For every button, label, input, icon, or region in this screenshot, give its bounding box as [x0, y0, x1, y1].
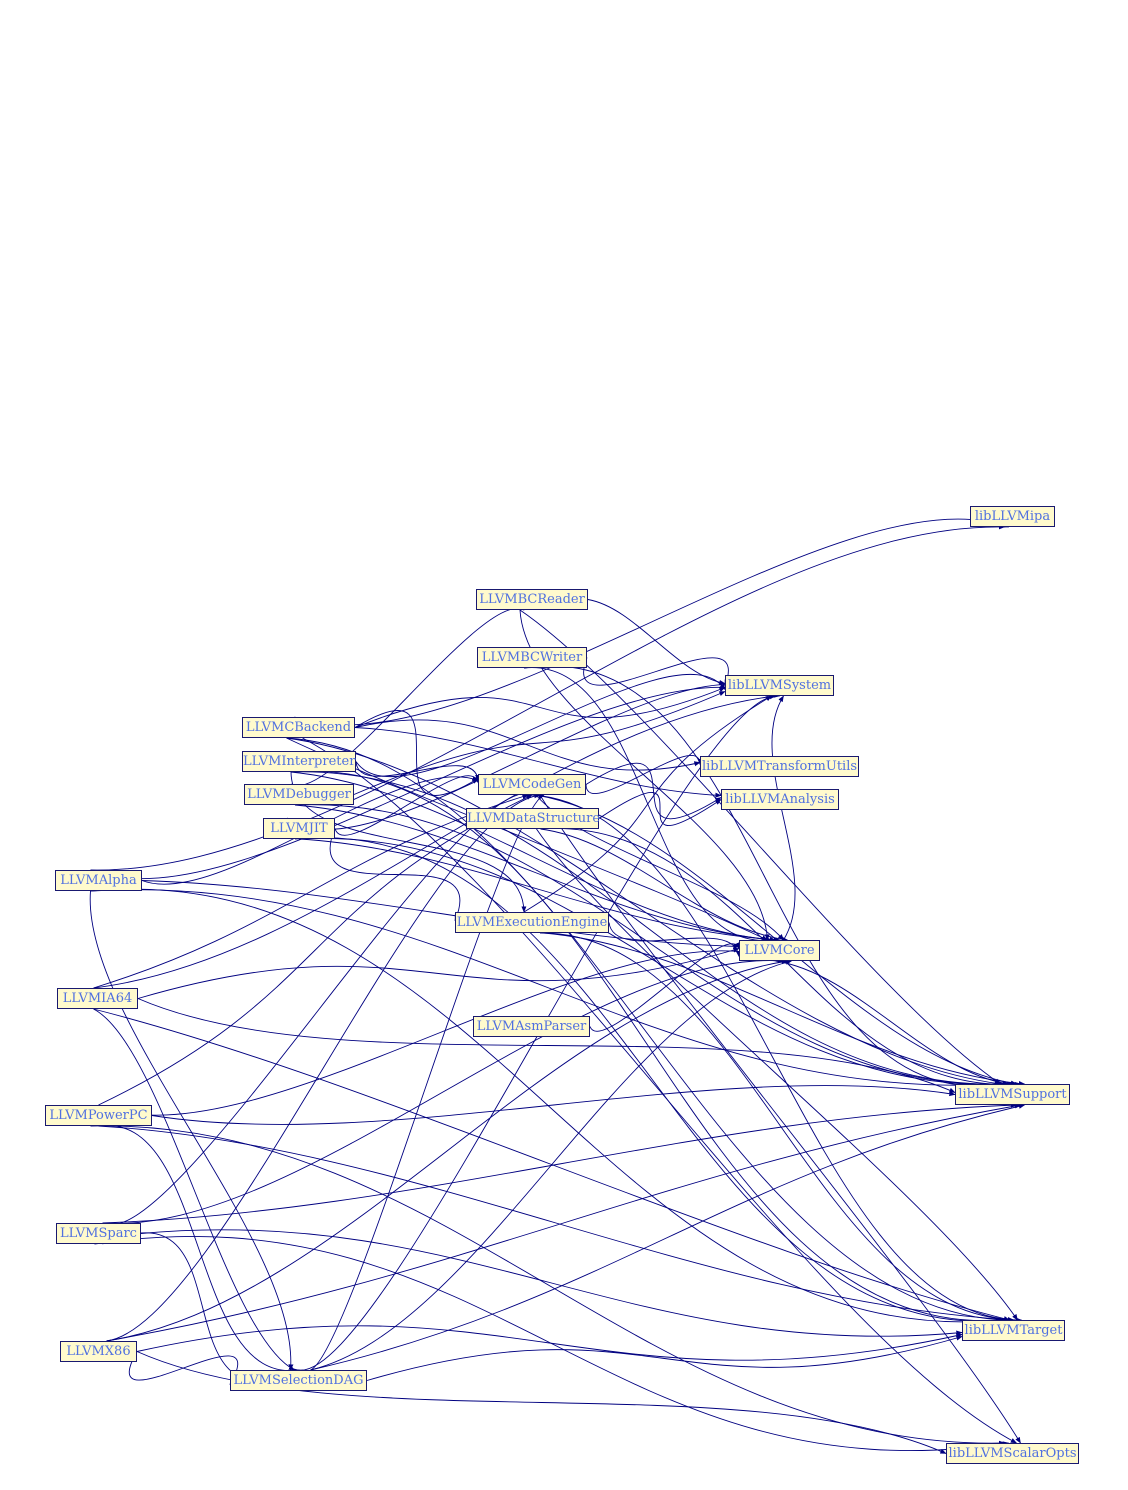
edge-ia64-to-codegen: [93, 794, 529, 989]
node-llvmalpha[interactable]: LLVMAlpha: [55, 870, 142, 891]
node-llvmcbackend[interactable]: LLVMCBackend: [242, 717, 355, 738]
edge-datastructure-to-target: [536, 828, 1018, 1321]
edge-cbackend-to-ipa: [294, 518, 1010, 726]
node-llvmasmparser[interactable]: LLVMAsmParser: [473, 1016, 590, 1037]
edge-datastructure-to-analysis: [598, 792, 722, 826]
node-llvmdebugger[interactable]: LLVMDebugger: [244, 784, 354, 805]
edge-debugger-to-support: [294, 804, 1010, 1087]
edge-ia64-to-selectiondag: [93, 1008, 296, 1371]
edge-sparc-to-target: [140, 1229, 963, 1337]
edge-bcreader-to-system: [587, 599, 726, 685]
edge-ia64-to-core: [137, 947, 740, 999]
edge-x86-to-codegen: [106, 793, 541, 1342]
edge-powerpc-to-selectiondag: [98, 1125, 300, 1374]
edge-interpreter-to-support: [290, 771, 1006, 1087]
node-llvmx86[interactable]: LLVMX86: [60, 1341, 137, 1362]
edge-bcwriter-to-core: [523, 667, 773, 944]
edge-interpreter-to-system: [355, 674, 726, 777]
node-llvmsparc[interactable]: LLVMSparc: [56, 1223, 141, 1244]
edge-core-to-support: [775, 960, 1010, 1086]
node-libllvmsupport[interactable]: libLLVMSupport: [955, 1084, 1070, 1105]
edge-cbackend-to-codegen: [354, 710, 479, 796]
edge-powerpc-to-core: [98, 950, 781, 1116]
node-libllvmipa[interactable]: libLLVMipa: [970, 506, 1055, 527]
node-libllvmscalaropts[interactable]: libLLVMScalarOpts: [946, 1443, 1079, 1464]
edge-powerpc-to-scalaropts: [90, 1125, 1006, 1446]
edge-interpreter-to-codegen: [355, 761, 481, 782]
edge-selectiondag-to-target: [366, 1335, 963, 1381]
node-libllvmsystem[interactable]: libLLVMSystem: [725, 675, 834, 696]
edge-executionengine-to-support: [543, 932, 1026, 1086]
edge-codegen-to-support: [535, 794, 1018, 1086]
edge-debugger-to-bcreader: [290, 605, 525, 787]
edge-jit-to-codegen: [334, 775, 479, 836]
node-llvmjit[interactable]: LLVMJIT: [263, 818, 335, 839]
edge-x86-to-core: [106, 959, 789, 1342]
node-llvmbcreader[interactable]: LLVMBCReader: [476, 589, 588, 610]
edge-asmparser-to-core: [589, 942, 740, 1032]
edge-codegen-to-analysis: [585, 762, 722, 820]
edge-cbackend-to-analysis: [354, 727, 722, 798]
node-llvmexecutionengine[interactable]: LLVMExecutionEngine: [455, 912, 609, 933]
edge-sparc-to-support: [102, 1102, 1018, 1224]
node-llvmia64[interactable]: LLVMIA64: [57, 988, 138, 1009]
edge-interpreter-to-core: [290, 771, 773, 942]
node-llvmdatastructure[interactable]: LLVMDataStructure: [466, 808, 600, 829]
edge-cbackend-to-support: [286, 737, 1002, 1086]
edge-executionengine-to-core: [608, 922, 741, 958]
edge-bcwriter-to-support: [523, 665, 1006, 1088]
edge-alpha-to-selectiondag: [89, 890, 294, 1371]
edge-interpreter-to-target: [290, 770, 1007, 1323]
edge-jit-to-executionengine: [329, 828, 461, 922]
edge-debugger-to-core: [294, 804, 777, 943]
node-llvmpowerpc[interactable]: LLVMPowerPC: [45, 1105, 152, 1126]
edge-selectiondag-to-core: [310, 959, 793, 1371]
edge-bcwriter-to-system: [583, 657, 730, 687]
edge-ia64-to-system: [93, 694, 777, 989]
edge-codegen-to-target: [531, 794, 1015, 1323]
edge-jit-to-support: [298, 837, 1014, 1087]
edge-jit-to-system: [286, 684, 769, 830]
edge-cbackend-to-system: [354, 687, 726, 728]
node-llvmcore[interactable]: LLVMCore: [739, 940, 820, 961]
node-llvmselectiondag[interactable]: LLVMSelectionDAG: [230, 1370, 367, 1391]
edge-codegen-to-scalaropts: [539, 794, 1021, 1444]
edge-datastructure-to-core: [540, 828, 789, 942]
edge-jit-to-target: [294, 837, 1011, 1324]
edge-selectiondag-to-support: [310, 1103, 1026, 1371]
node-libllvmanalysis[interactable]: libLLVMAnalysis: [721, 789, 839, 810]
node-llvminterpreter[interactable]: LLVMInterpreter: [242, 751, 356, 772]
edge-powerpc-to-codegen: [98, 794, 533, 1106]
edge-jit-to-core: [298, 838, 781, 943]
edge-cbackend-to-transformutils: [354, 719, 701, 771]
edge-core-to-system: [771, 695, 796, 941]
edge-debugger-to-system: [353, 691, 726, 795]
edge-ia64-to-support: [137, 998, 956, 1093]
edge-alpha-to-core: [141, 880, 740, 949]
edge-powerpc-to-support: [151, 1085, 956, 1125]
node-libllvmtarget[interactable]: libLLVMTarget: [962, 1320, 1065, 1341]
edge-alpha-to-support: [90, 889, 1006, 1087]
edge-executionengine-to-target: [539, 932, 1023, 1323]
edge-x86-to-target: [136, 1325, 963, 1361]
edge-x86-to-scalaropts: [136, 1351, 947, 1454]
node-libllvmtransformutils[interactable]: libLLVMTransformUtils: [700, 756, 859, 777]
edge-alpha-to-ipa: [90, 524, 1006, 871]
edge-x86-to-support: [106, 1103, 1022, 1342]
node-llvmbcwriter[interactable]: LLVMBCWriter: [477, 647, 587, 668]
node-llvmcodegen[interactable]: LLVMCodeGen: [478, 774, 586, 795]
edge-cbackend-to-scalaropts: [302, 737, 1018, 1444]
edge-powerpc-to-target: [98, 1125, 1015, 1323]
edge-cbackend-to-target: [286, 737, 1003, 1323]
